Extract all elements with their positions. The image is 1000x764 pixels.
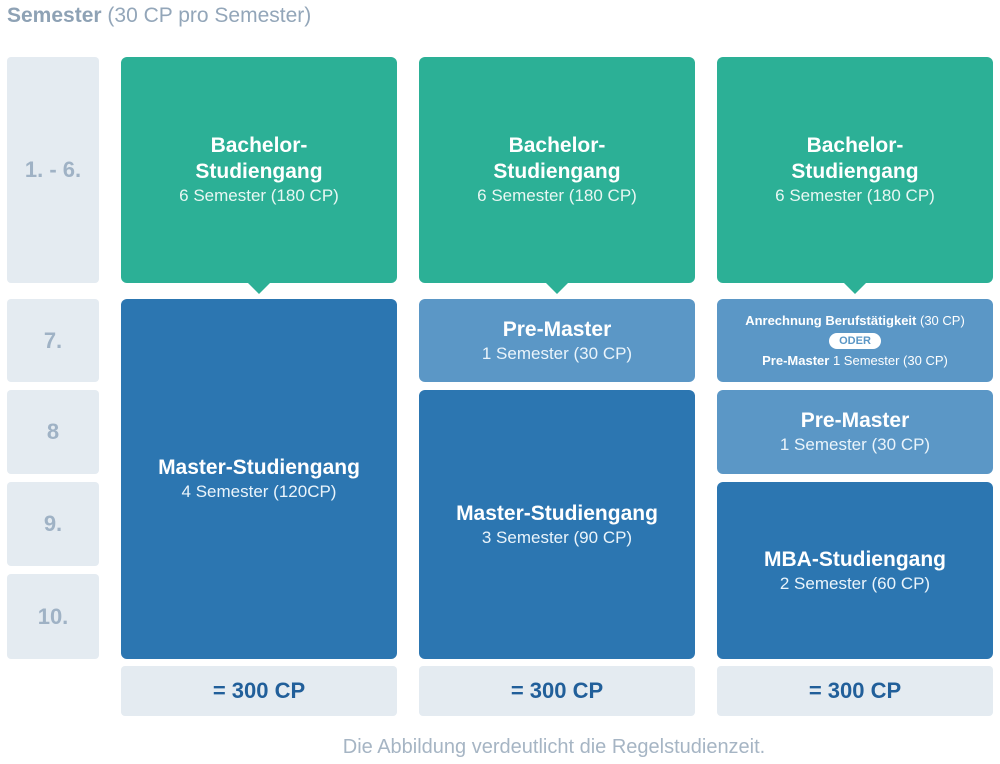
premaster-title: Pre-Master bbox=[800, 409, 910, 432]
semester-label-7: 7. bbox=[7, 299, 99, 382]
bachelor-title-line2: Studiengang bbox=[195, 160, 323, 183]
premaster-title: Pre-Master bbox=[502, 317, 612, 341]
oder-badge: ODER bbox=[829, 332, 881, 349]
bachelor-title-line2: Studiengang bbox=[791, 160, 919, 183]
premaster-sub: 1 Semester (30 CP) bbox=[779, 435, 931, 454]
master-title: Master-Studiengang bbox=[158, 456, 360, 479]
premaster-box-col3: Pre-Master 1 Semester (30 CP) bbox=[717, 390, 993, 474]
bachelor-box-col2: Bachelor- Studiengang 6 Semester (180 CP… bbox=[419, 57, 695, 283]
option-line1-rest: (30 CP) bbox=[920, 312, 965, 328]
pointer-col3 bbox=[844, 283, 866, 294]
premaster-sub: 1 Semester (30 CP) bbox=[481, 343, 633, 363]
bachelor-box-col1: Bachelor- Studiengang 6 Semester (180 CP… bbox=[121, 57, 397, 283]
bachelor-box-col3: Bachelor- Studiengang 6 Semester (180 CP… bbox=[717, 57, 993, 283]
mba-title: MBA-Studiengang bbox=[764, 547, 946, 571]
bachelor-sub: 6 Semester (180 CP) bbox=[477, 186, 637, 205]
semester-label-1-6: 1. - 6. bbox=[7, 57, 99, 283]
bachelor-title-line1: Bachelor- bbox=[210, 134, 308, 157]
master-title: Master-Studiengang bbox=[456, 501, 658, 525]
caption: Die Abbildung verdeutlicht die Regelstud… bbox=[342, 736, 766, 758]
bachelor-sub: 6 Semester (180 CP) bbox=[179, 186, 339, 205]
option-line1: Anrechnung Berufstätigkeit (30 CP) bbox=[745, 312, 965, 330]
master-box-col1: Master-Studiengang 4 Semester (120CP) bbox=[121, 299, 397, 659]
pointer-col2 bbox=[546, 283, 568, 294]
option-line1-bold: Anrechnung Berufstätigkeit bbox=[745, 312, 917, 328]
header-subtitle: (30 CP pro Semester) bbox=[107, 4, 312, 27]
master-sub: 4 Semester (120CP) bbox=[181, 482, 337, 501]
semester-label-10: 10. bbox=[7, 574, 99, 659]
option-line2-bold: Pre-Master bbox=[762, 352, 830, 368]
option-line2-rest: 1 Semester (30 CP) bbox=[832, 352, 948, 368]
bachelor-title-line1: Bachelor- bbox=[806, 134, 904, 157]
total-col3: = 300 CP bbox=[717, 666, 993, 716]
option-box-col3: Anrechnung Berufstätigkeit (30 CP) ODER … bbox=[717, 299, 993, 382]
bachelor-title-line1: Bachelor- bbox=[508, 134, 606, 157]
mba-sub: 2 Semester (60 CP) bbox=[779, 573, 931, 593]
bachelor-title-line2: Studiengang bbox=[493, 160, 621, 183]
bachelor-sub: 6 Semester (180 CP) bbox=[775, 186, 935, 205]
pointer-col1 bbox=[248, 283, 270, 294]
master-sub: 3 Semester (90 CP) bbox=[481, 527, 633, 547]
total-col2: = 300 CP bbox=[419, 666, 695, 716]
premaster-box-col2: Pre-Master 1 Semester (30 CP) bbox=[419, 299, 695, 382]
total-col1: = 300 CP bbox=[121, 666, 397, 716]
mba-box-col3: MBA-Studiengang 2 Semester (60 CP) bbox=[717, 482, 993, 659]
header-title: Semester bbox=[7, 4, 102, 27]
semester-label-8: 8 bbox=[7, 390, 99, 474]
option-line2: Pre-Master 1 Semester (30 CP) bbox=[762, 352, 948, 370]
master-box-col2: Master-Studiengang 3 Semester (90 CP) bbox=[419, 390, 695, 659]
header: Semester (30 CP pro Semester) bbox=[7, 4, 311, 28]
semester-label-9: 9. bbox=[7, 482, 99, 566]
